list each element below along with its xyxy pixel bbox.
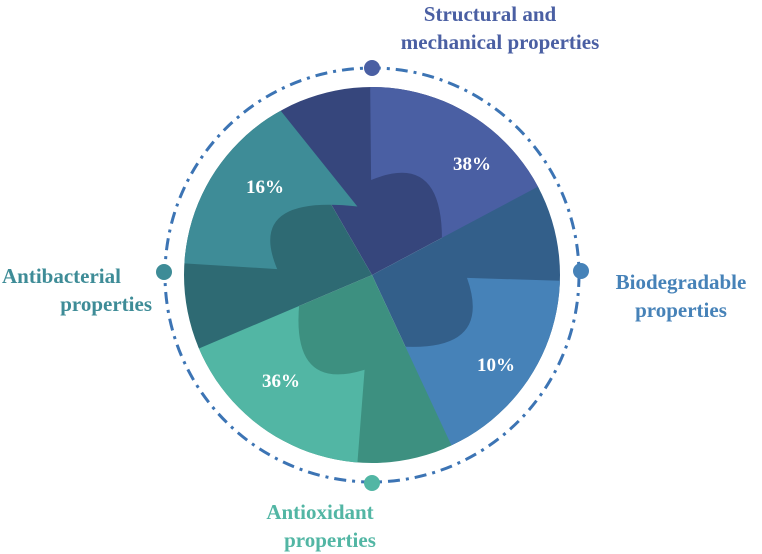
biodegradable-value-label: 10% [477, 355, 515, 376]
antioxidant-marker-dot [364, 475, 380, 491]
structural-label-line-2: mechanical properties [400, 30, 600, 54]
biodegradable-label-line-1: Biodegradable [615, 270, 747, 294]
structural-value-label: 38% [453, 154, 491, 175]
antibacterial-value-label: 16% [246, 177, 284, 198]
structural-label-line-1: Structural and [423, 2, 557, 26]
biodegradable-label-line-2: properties [635, 298, 727, 322]
structural-marker-dot [364, 60, 380, 76]
structural-segment-light [370, 87, 556, 263]
antioxidant-category-label: Antioxidant properties [240, 498, 400, 554]
antibacterial-label-line-2: properties [60, 292, 152, 316]
antioxidant-label-line-1: Antioxidant [266, 500, 374, 524]
antibacterial-category-label: Antibacterial properties [2, 262, 152, 318]
structural-category-label: Structural and mechanical properties [345, 0, 645, 56]
antibacterial-label-line-1: Antibacterial [2, 264, 121, 288]
biodegradable-category-label: Biodegradable properties [606, 268, 756, 324]
biodegradable-marker-dot [573, 263, 589, 279]
antibacterial-segment-light [184, 94, 358, 270]
antioxidant-label-line-2: properties [284, 528, 376, 552]
antioxidant-value-label: 36% [262, 371, 300, 392]
antibacterial-marker-dot [156, 264, 172, 280]
